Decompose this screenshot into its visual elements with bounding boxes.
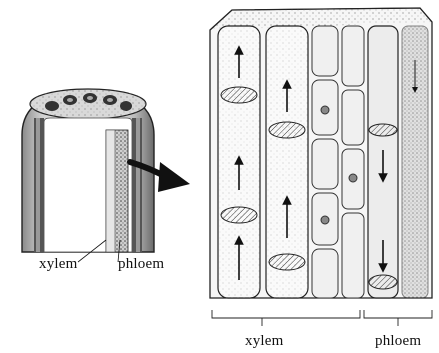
- stem-phloem-label: phloem: [118, 256, 164, 273]
- tissue-phloem-label: phloem: [375, 333, 421, 350]
- phloem-sieve-tubes: [368, 26, 428, 298]
- label-bracket: [212, 310, 432, 326]
- stem-xylem-label: xylem: [39, 256, 78, 273]
- tissue-closeup: [210, 8, 432, 326]
- tissue-xylem-label: xylem: [245, 333, 284, 350]
- parenchyma-cells: [312, 26, 364, 298]
- stem-section: [22, 89, 154, 262]
